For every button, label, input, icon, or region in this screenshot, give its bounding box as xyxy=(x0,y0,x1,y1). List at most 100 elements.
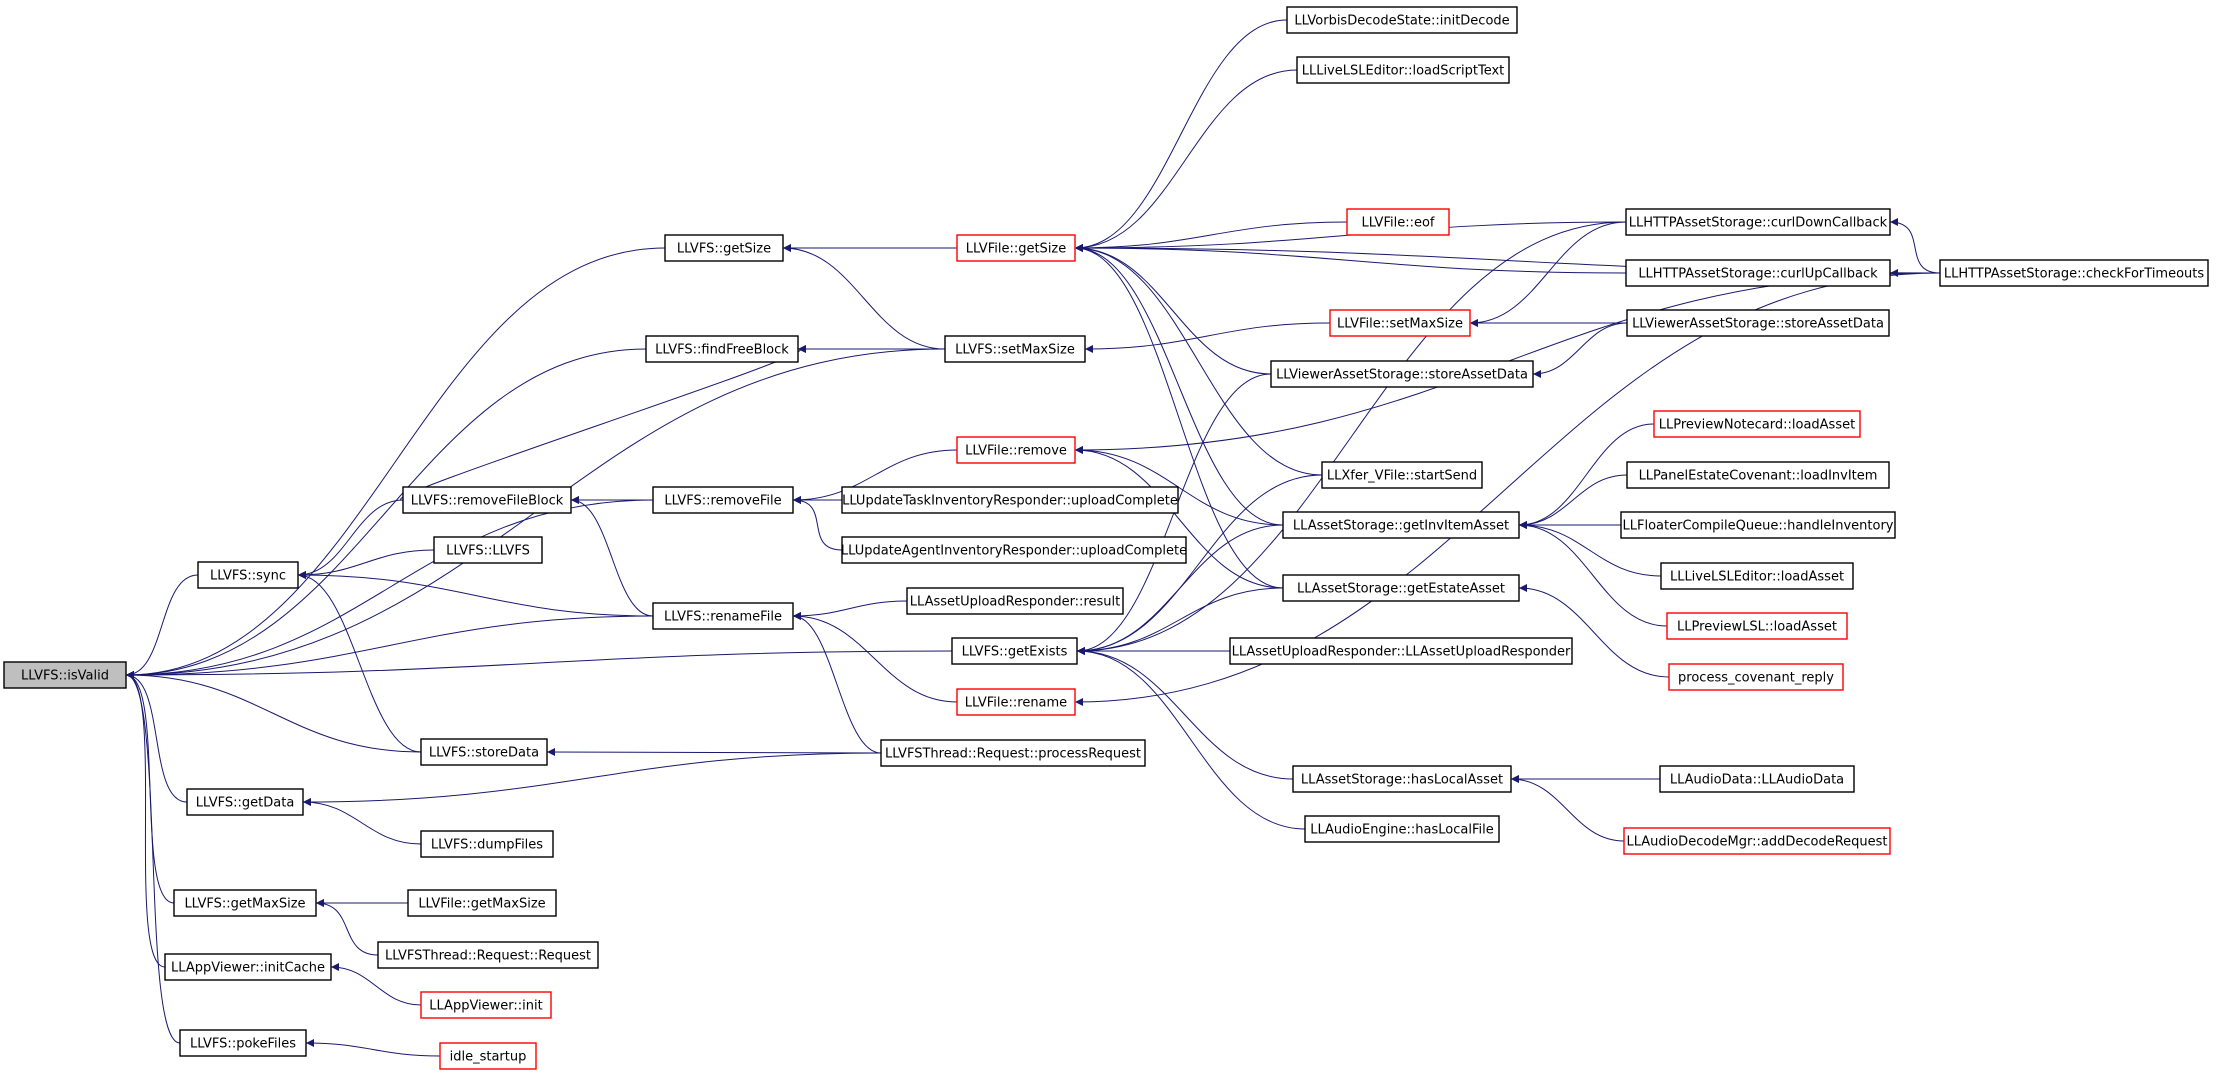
node-vfile-set-max-size[interactable]: LLVFile::setMaxSize xyxy=(1329,309,1471,337)
node-vfile-get-max-size[interactable]: LLVFile::getMaxSize xyxy=(407,889,557,917)
node-ctor-vfs[interactable]: LLVFS::LLVFS xyxy=(433,536,543,564)
node-box xyxy=(880,739,1146,767)
node-remove-file[interactable]: LLVFS::removeFile xyxy=(652,486,794,514)
node-preview-lsl[interactable]: LLPreviewLSL::loadAsset xyxy=(1666,612,1848,640)
node-box xyxy=(1286,6,1518,34)
node-vfile-remove[interactable]: LLVFile::remove xyxy=(956,436,1076,464)
node-preview-notecard[interactable]: LLPreviewNotecard::loadAsset xyxy=(1653,410,1861,438)
node-rename-file[interactable]: LLVFS::renameFile xyxy=(652,602,794,630)
node-label: LLVFile::setMaxSize xyxy=(1337,317,1463,332)
node-audio-data[interactable]: LLAudioData::LLAudioData xyxy=(1659,765,1855,793)
node-vfile-get-size[interactable]: LLVFile::getSize xyxy=(956,234,1076,262)
node-dump-files[interactable]: LLVFS::dumpFiles xyxy=(420,830,554,858)
node-box xyxy=(956,436,1076,464)
node-process-request[interactable]: LLVFSThread::Request::processRequest xyxy=(880,739,1146,767)
node-curl-up[interactable]: LLHTTPAssetStorage::curlUpCallback xyxy=(1625,259,1891,287)
node-live-load-script[interactable]: LLLiveLSLEditor::loadScriptText xyxy=(1296,56,1510,84)
node-label: LLPanelEstateCovenant::loadInvItem xyxy=(1639,469,1878,484)
node-label: LLVFS::dumpFiles xyxy=(431,838,543,853)
node-box xyxy=(433,536,543,564)
node-curl-down[interactable]: LLHTTPAssetStorage::curlDownCallback xyxy=(1625,208,1891,236)
node-asset-upload-result[interactable]: LLAssetUploadResponder::result xyxy=(906,587,1124,615)
call-edge-curl-up-to-vfile-get-size xyxy=(1074,244,1627,274)
node-upload-agent-inv[interactable]: LLUpdateAgentInventoryResponder::uploadC… xyxy=(841,536,1187,564)
node-asset-upload-ctor[interactable]: LLAssetUploadResponder::LLAssetUploadRes… xyxy=(1229,637,1573,665)
call-edge-app-init-to-init-cache xyxy=(330,963,422,1006)
node-vfile-eof[interactable]: LLVFile::eof xyxy=(1346,208,1450,236)
call-edge-check-timeouts-to-curl-down xyxy=(1889,218,1941,274)
node-poke-files[interactable]: LLVFS::pokeFiles xyxy=(179,1029,307,1057)
node-box xyxy=(407,889,557,917)
call-edge-xfer-start-send-to-get-exists xyxy=(1076,474,1323,655)
node-compile-queue[interactable]: LLFloaterCompileQueue::handleInventory xyxy=(1620,511,1896,539)
node-box xyxy=(841,536,1187,564)
node-label: LLVFile::remove xyxy=(965,444,1067,459)
node-get-max-size-vfs[interactable]: LLVFS::getMaxSize xyxy=(173,889,317,917)
node-vfile-rename[interactable]: LLVFile::rename xyxy=(956,688,1076,716)
node-viewer-store-mid[interactable]: LLViewerAssetStorage::storeAssetData xyxy=(1270,360,1534,388)
node-get-exists[interactable]: LLVFS::getExists xyxy=(951,637,1078,665)
node-box xyxy=(1620,511,1896,539)
node-vfs-request[interactable]: LLVFSThread::Request::Request xyxy=(377,941,599,969)
node-label: LLPreviewLSL::loadAsset xyxy=(1677,620,1837,635)
node-label: LLVFS::LLVFS xyxy=(446,544,530,559)
node-label: LLVFile::rename xyxy=(965,696,1067,711)
call-edge-set-max-size-vfs-to-get-size-vfs xyxy=(782,244,946,350)
node-get-data[interactable]: LLVFS::getData xyxy=(186,788,304,816)
node-box xyxy=(402,486,572,514)
node-label: LLViewerAssetStorage::storeAssetData xyxy=(1276,368,1528,383)
node-box xyxy=(1625,208,1891,236)
node-init-cache[interactable]: LLAppViewer::initCache xyxy=(164,953,332,981)
node-label: LLAssetStorage::getInvItemAsset xyxy=(1293,519,1509,534)
node-is-valid[interactable]: LLVFS::isValid xyxy=(3,661,127,689)
node-panel-covenant[interactable]: LLPanelEstateCovenant::loadInvItem xyxy=(1626,461,1890,489)
node-check-timeouts[interactable]: LLHTTPAssetStorage::checkForTimeouts xyxy=(1939,259,2209,287)
node-label: LLViewerAssetStorage::storeAssetData xyxy=(1632,317,1884,332)
node-box xyxy=(1296,56,1510,84)
node-box xyxy=(179,1029,307,1057)
call-edge-rename-file-to-sync xyxy=(297,571,654,617)
node-xfer-start-send[interactable]: LLXfer_VFile::startSend xyxy=(1321,461,1483,489)
node-box xyxy=(1626,309,1890,337)
call-edge-vfile-set-max-size-to-set-max-size-vfs xyxy=(1084,322,1331,353)
node-covenant-reply[interactable]: process_covenant_reply xyxy=(1668,663,1844,691)
node-get-inv-item-asset[interactable]: LLAssetStorage::getInvItemAsset xyxy=(1282,511,1520,539)
node-box xyxy=(186,788,304,816)
node-box xyxy=(944,335,1086,363)
call-edge-curl-down-to-get-exists xyxy=(1076,221,1627,655)
call-edge-live-load-script-to-vfile-get-size xyxy=(1074,69,1298,252)
node-upload-task-inv[interactable]: LLUpdateTaskInventoryResponder::uploadCo… xyxy=(841,486,1179,514)
node-box xyxy=(173,889,317,917)
call-edge-curl-down-to-vfile-set-max-size xyxy=(1469,221,1627,327)
node-has-local-asset[interactable]: LLAssetStorage::hasLocalAsset xyxy=(1292,765,1512,793)
graph-nodes: LLVFS::isValid LLVFS::getSizeLLVFS::findF… xyxy=(3,6,2209,1070)
node-set-max-size-vfs[interactable]: LLVFS::setMaxSize xyxy=(944,335,1086,363)
node-store-data[interactable]: LLVFS::storeData xyxy=(420,738,548,766)
node-idle-startup[interactable]: idle_startup xyxy=(439,1042,537,1070)
node-sync[interactable]: LLVFS::sync xyxy=(197,561,299,589)
node-box xyxy=(420,830,554,858)
node-viewer-store-right[interactable]: LLViewerAssetStorage::storeAssetData xyxy=(1626,309,1890,337)
node-get-estate-asset[interactable]: LLAssetStorage::getEstateAsset xyxy=(1282,574,1520,602)
node-remove-file-block[interactable]: LLVFS::removeFileBlock xyxy=(402,486,572,514)
node-box xyxy=(906,587,1124,615)
node-label: LLLiveLSLEditor::loadScriptText xyxy=(1302,64,1505,79)
node-live-load-asset[interactable]: LLLiveLSLEditor::loadAsset xyxy=(1660,562,1854,590)
node-label: LLVorbisDecodeState::initDecode xyxy=(1294,14,1509,29)
call-edge-get-inv-item-asset-to-vfile-get-size xyxy=(1074,244,1284,526)
node-audio-decode[interactable]: LLAudioDecodeMgr::addDecodeRequest xyxy=(1623,827,1891,855)
node-label: LLAssetStorage::getEstateAsset xyxy=(1297,582,1505,597)
node-get-size-vfs[interactable]: LLVFS::getSize xyxy=(664,234,784,262)
node-label: LLAssetStorage::hasLocalAsset xyxy=(1301,773,1503,788)
node-label: idle_startup xyxy=(450,1050,527,1065)
node-label: LLXfer_VFile::startSend xyxy=(1327,469,1477,484)
node-label: LLVFS::renameFile xyxy=(664,610,782,625)
node-vorbis-init[interactable]: LLVorbisDecodeState::initDecode xyxy=(1286,6,1518,34)
node-box xyxy=(1321,461,1483,489)
node-find-free-block[interactable]: LLVFS::findFreeBlock xyxy=(645,335,799,363)
node-box xyxy=(1282,511,1520,539)
node-has-local-file[interactable]: LLAudioEngine::hasLocalFile xyxy=(1304,815,1500,843)
node-app-init[interactable]: LLAppViewer::init xyxy=(420,991,552,1019)
node-label: LLUpdateTaskInventoryResponder::uploadCo… xyxy=(842,494,1178,509)
